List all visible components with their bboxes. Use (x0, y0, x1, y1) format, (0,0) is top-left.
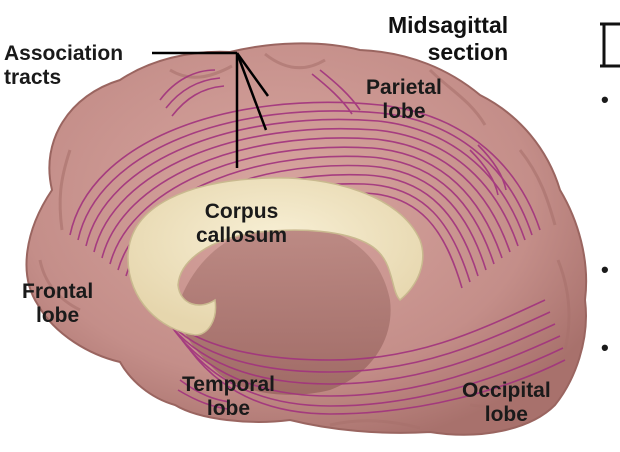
title-line1: Midsagittal (388, 12, 509, 38)
title-line2: section (427, 39, 509, 65)
occipital-line2: lobe (484, 403, 528, 426)
frontal-line2: lobe (36, 304, 80, 327)
side-bullet-3: • (601, 335, 609, 360)
label-association-tracts: Association tracts (4, 42, 123, 90)
label-parietal-lobe: Parietal lobe (366, 76, 442, 124)
label-frontal-lobe: Frontal lobe (22, 280, 93, 328)
side-bullet-2: • (601, 257, 609, 282)
parietal-line2: lobe (382, 100, 426, 123)
label-occipital-lobe: Occipital lobe (462, 379, 551, 427)
association-tracts-line1: Association (4, 42, 124, 65)
gyri-folds (38, 52, 571, 430)
corpus-line2: callosum (196, 224, 288, 247)
frontal-line1: Frontal (22, 280, 94, 303)
parietal-line1: Parietal (366, 76, 442, 99)
label-corpus-callosum: Corpus callosum (196, 200, 287, 248)
side-bullet-1: • (601, 87, 609, 112)
association-tracts-line2: tracts (4, 66, 62, 89)
title-midsagittal-section: Midsagittal section (388, 12, 508, 66)
medial-surface (179, 225, 391, 395)
occipital-line1: Occipital (462, 379, 551, 402)
corpus-callosum-shape (127, 177, 424, 336)
corpus-line1: Corpus (204, 200, 279, 223)
temporal-line2: lobe (206, 397, 251, 420)
label-temporal-lobe: Temporal lobe (182, 373, 275, 421)
bracket-mark (600, 22, 620, 68)
temporal-line1: Temporal (182, 373, 275, 396)
association-tracts-leader (152, 51, 270, 168)
